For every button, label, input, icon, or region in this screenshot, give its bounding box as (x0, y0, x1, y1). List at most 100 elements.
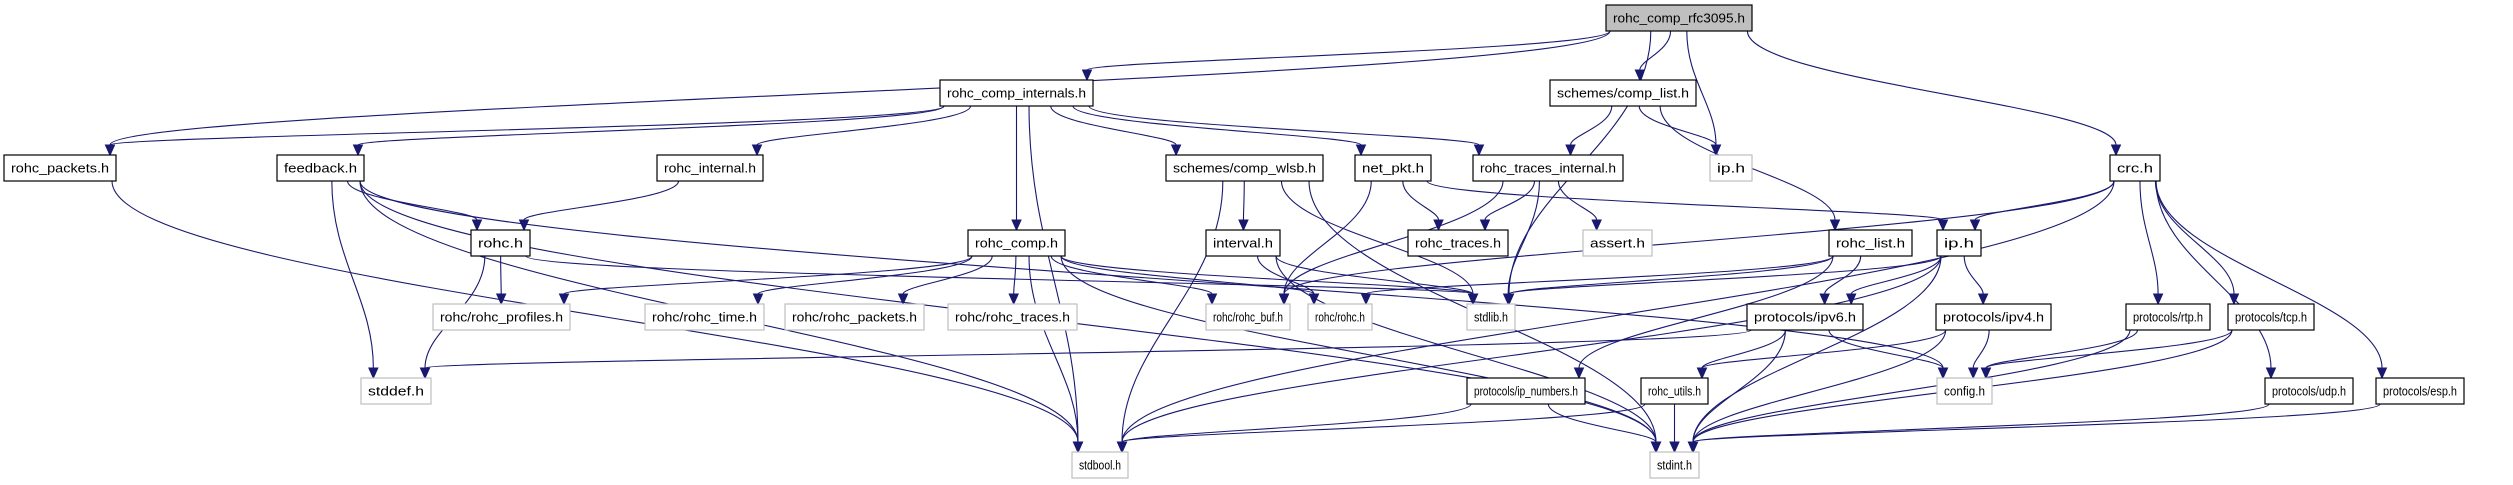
node-label: rohc/rohc_time.h (652, 310, 757, 325)
node-rohc-packets[interactable]: rohc_packets.h (3, 154, 117, 182)
node-box (1746, 303, 1864, 331)
node-rohc-h[interactable]: rohc.h (470, 229, 531, 257)
node-comp-list[interactable]: schemes/comp_list.h (1549, 79, 1697, 107)
edge-line (1569, 105, 1613, 146)
node-ip-ext: ip.h (1709, 154, 1753, 182)
edge-line (1692, 255, 1942, 443)
edge-ip_h-to-stdbool (1116, 255, 1942, 454)
node-box (1605, 4, 1753, 32)
arrowhead-icon (518, 219, 530, 232)
node-root[interactable]: rohc_comp_rfc3095.h (1605, 4, 1753, 32)
edge-line (1850, 255, 1942, 295)
node-rohc-list[interactable]: rohc_list.h (1828, 229, 1913, 257)
edge-line (1638, 105, 1717, 146)
node-box (2125, 303, 2211, 331)
edge-crc-to-tcp (2154, 180, 2240, 306)
edge-rohc_comp_internals-to-rohc_traces_internal (1088, 105, 1485, 157)
node-box (1165, 154, 1324, 182)
node-crc[interactable]: crc.h (2109, 154, 2161, 182)
node-ip-h[interactable]: ip.h (1936, 229, 1982, 257)
edge-rohc_comp_internals-to-rohc_packets (104, 105, 945, 157)
edge-line (1692, 403, 2381, 443)
arrowhead-icon (471, 219, 483, 232)
node-label: stdint.h (1657, 458, 1692, 473)
arrowhead-icon (1360, 293, 1372, 306)
edge-crc-to-udp (2155, 180, 2277, 380)
node-label: protocols/ipv4.h (1943, 310, 2044, 325)
arrowhead-icon (1355, 144, 1367, 157)
node-label: stdbool.h (1079, 458, 1121, 473)
edge-line (2139, 180, 2159, 295)
edge-net_pkt-to-ip_h (1426, 180, 1949, 232)
node-stdlib: stdlib.h (1466, 303, 1516, 331)
arrowhead-icon (1081, 69, 1093, 82)
node-ip-numbers[interactable]: protocols/ip_numbers.h (1466, 377, 1586, 405)
node-rohc-internal[interactable]: rohc_internal.h (656, 154, 764, 182)
edge-rohc_comp-to-rohc_rohc_packets (897, 255, 993, 306)
edge-line (331, 180, 374, 369)
arrowhead-icon (1278, 293, 1290, 306)
edge-line (1508, 255, 1942, 295)
edge-line (1985, 329, 2139, 369)
node-box (470, 229, 531, 257)
node-rohc-comp-internals[interactable]: rohc_comp_internals.h (939, 79, 1094, 107)
node-label: assert.h (1590, 236, 1645, 251)
edge-line (1365, 255, 1834, 295)
arrowhead-icon (1980, 367, 1992, 380)
node-box (360, 377, 432, 405)
node-rtp[interactable]: protocols/rtp.h (2125, 303, 2211, 331)
node-box (1407, 229, 1509, 257)
edge-line (1484, 180, 1536, 221)
node-box (432, 303, 571, 331)
node-rohc-traces-internal[interactable]: rohc_traces_internal.h (1472, 154, 1624, 182)
edge-line (1692, 329, 1786, 443)
arrowhead-icon (1238, 219, 1249, 232)
edge-rohc_comp-to-rohc_rohc_traces (1008, 255, 1019, 306)
node-label: rohc_traces.h (1415, 236, 1501, 251)
arrowhead-icon (897, 293, 909, 306)
node-udp[interactable]: protocols/udp.h (2264, 377, 2354, 405)
arrowhead-icon (2376, 367, 2388, 380)
node-interval[interactable]: interval.h (1205, 229, 1281, 257)
node-box (1935, 303, 2052, 331)
node-ipv4[interactable]: protocols/ipv4.h (1935, 303, 2052, 331)
node-feedback[interactable]: feedback.h (276, 154, 365, 182)
edge-line (902, 255, 993, 295)
arrowhead-icon (1072, 441, 1084, 454)
node-rohc-traces[interactable]: rohc_traces.h (1407, 229, 1509, 257)
node-rohc-rohc-packets: rohc/rohc_packets.h (784, 303, 925, 331)
node-net-pkt[interactable]: net_pkt.h (1354, 154, 1432, 182)
node-esp[interactable]: protocols/esp.h (2375, 377, 2465, 405)
edge-line (359, 180, 1944, 369)
arrowhead-icon (1467, 293, 1479, 306)
node-ipv6[interactable]: protocols/ipv6.h (1746, 303, 1864, 331)
node-assert: assert.h (1582, 229, 1653, 257)
edge-rohc_h-to-stdlib (525, 255, 1479, 306)
node-rohc-utils[interactable]: rohc_utils.h (1640, 377, 1709, 405)
edge-feedback-to-stddef (331, 180, 379, 380)
edge-rohc_comp-to-stdbool (1028, 255, 1084, 454)
edge-crc-to-rtp (2139, 180, 2164, 306)
edge-rohc_comp-to-stdint (1060, 255, 1662, 454)
edge-line (1828, 329, 1944, 369)
node-label: feedback.h (284, 161, 357, 176)
node-stdbool: stdbool.h (1071, 451, 1129, 479)
edge-line (1028, 105, 1079, 443)
arrowhead-icon (1479, 219, 1491, 232)
node-rohc-comp[interactable]: rohc_comp.h (967, 229, 1066, 257)
edge-line (1050, 255, 1213, 295)
arrowhead-icon (419, 367, 431, 380)
edge-ip_numbers-to-stdint (1547, 403, 1662, 454)
node-box (1936, 229, 1982, 257)
edge-line (1701, 329, 1947, 369)
node-comp-wlsb[interactable]: schemes/comp_wlsb.h (1165, 154, 1324, 182)
edge-line (1060, 255, 1657, 443)
edge-line (1547, 403, 1657, 443)
edge-rohc_comp_internals-to-rohc_comp (1011, 105, 1022, 232)
edge-root-to-rohc_comp_internals (1081, 30, 1611, 82)
node-tcp[interactable]: protocols/tcp.h (2227, 303, 2315, 331)
node-box (1354, 154, 1432, 182)
edge-line (1701, 329, 1786, 369)
edge-line (523, 180, 680, 221)
edge-rohc_packets-to-stdbool (111, 180, 1084, 454)
